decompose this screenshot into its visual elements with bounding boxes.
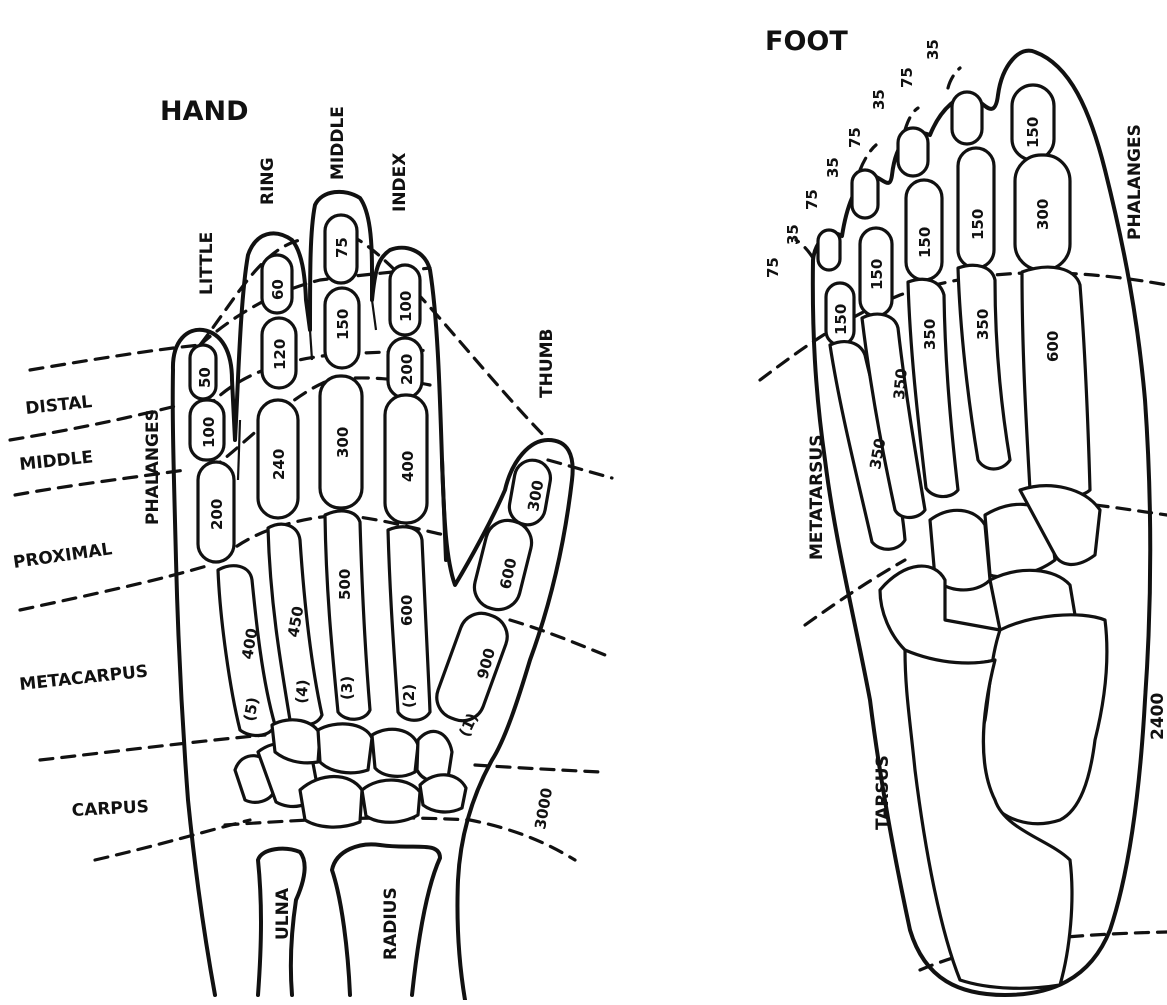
index-meta-value: 600 (398, 595, 416, 626)
distal-label: DISTAL (24, 392, 93, 419)
middle-meta-value: 500 (336, 569, 354, 600)
carpus-label: CARPUS (71, 797, 149, 821)
middle-middle-value: 150 (334, 309, 352, 340)
middle-label: MIDDLE (18, 447, 94, 475)
metacarpus-boundary (20, 565, 210, 610)
label-index: INDEX (390, 153, 410, 212)
little-distal-value: 50 (196, 367, 214, 388)
tarsus-label: TARSUS (873, 755, 893, 830)
foot-drawing: FOOT 75 35 150 75 35 150 75 35 150 75 35 (760, 26, 1167, 995)
hand-title: HAND (160, 96, 249, 127)
big-meta-value: 600 (1044, 331, 1062, 362)
foot-phalanges-label: PHALANGES (1125, 124, 1145, 240)
t3-b-value: 35 (870, 89, 888, 110)
tarsal-bones (880, 486, 1107, 989)
t4-c-value: 150 (868, 259, 886, 290)
metatarsus-label: METATARSUS (807, 435, 827, 560)
t4-meta-value: 350 (890, 368, 911, 401)
t3-c-value: 150 (916, 227, 934, 258)
ring-proximal-value: 240 (270, 449, 288, 480)
t2-b-value: 35 (924, 39, 942, 60)
carpal-bones (235, 720, 466, 827)
radius-label: RADIUS (381, 887, 401, 960)
big-distal-value: 150 (1024, 117, 1042, 148)
label-little: LITTLE (197, 232, 217, 295)
phalanges-label: PHALANGES (143, 409, 163, 525)
t4-b-value: 35 (824, 157, 842, 178)
middle-proximal-value: 300 (334, 427, 352, 458)
foot-title: FOOT (765, 26, 848, 57)
proximal-label: PROXIMAL (12, 539, 114, 573)
label-middle: MIDDLE (328, 106, 348, 180)
label-ring: RING (258, 157, 278, 205)
metacarpus-label: METACARPUS (18, 662, 149, 695)
t5-b-value: 35 (784, 224, 802, 245)
middle-distal-value: 75 (333, 237, 351, 258)
ulna-label: ULNA (273, 887, 293, 940)
t4-a-value: 75 (803, 189, 821, 210)
little-middle-value: 100 (200, 417, 218, 448)
ring-distal-value: 60 (269, 279, 287, 300)
t2-a-value: 75 (898, 67, 916, 88)
carpus-boundary (40, 735, 265, 760)
hand-drawing: HAND LITTLE RING MIDDLE INDEX THUMB (10, 96, 612, 1000)
t5-c-value: 150 (832, 304, 850, 335)
label-thumb: THUMB (537, 328, 557, 398)
index-middle-value: 200 (398, 354, 416, 385)
t5-a-value: 75 (764, 257, 782, 278)
wrist-value: 3000 (531, 786, 556, 830)
t2-c-value: 150 (969, 209, 987, 240)
tarsus-total-value: 2400 (1148, 693, 1167, 740)
big-proximal-value: 300 (1034, 199, 1052, 230)
little-proximal-value: 200 (208, 499, 226, 530)
index-distal-value: 100 (397, 291, 415, 322)
t3-a-value: 75 (846, 127, 864, 148)
ring-middle-value: 120 (271, 339, 289, 370)
index-proximal-value: 400 (399, 451, 417, 482)
t2-meta-value: 350 (974, 309, 992, 340)
t3-meta-value: 350 (921, 319, 939, 350)
ring-meta-index: (4) (292, 679, 312, 705)
middle-meta-index: (3) (338, 676, 356, 700)
index-meta-index: (2) (400, 684, 418, 708)
